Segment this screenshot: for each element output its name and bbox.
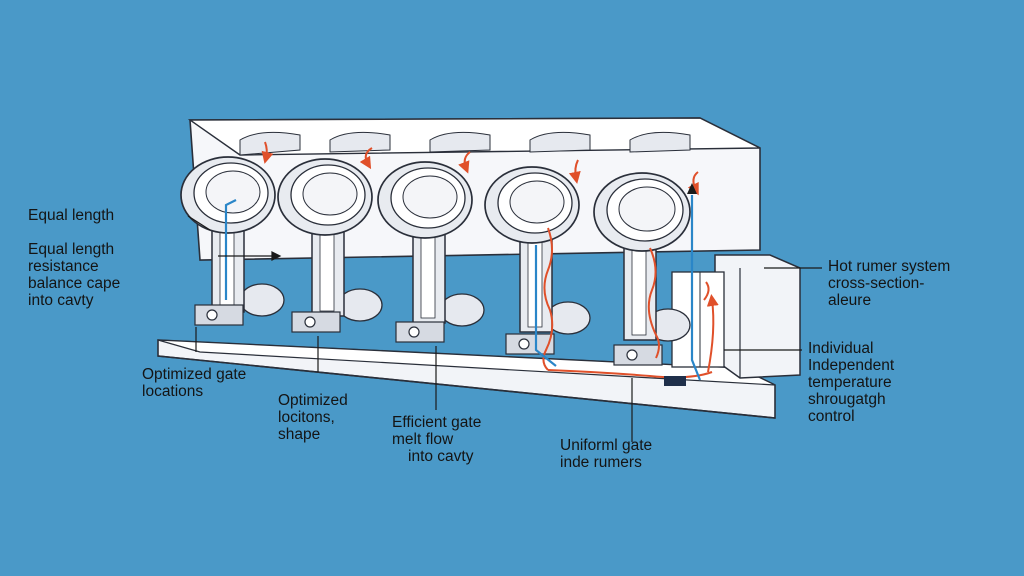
lower-cylinders xyxy=(239,283,691,342)
label-individual-temperature-control: Individual Independent temperature shrou… xyxy=(808,340,895,425)
label-equal-length: Equal length xyxy=(28,207,115,224)
label-hot-runner-cross-section: Hot rumer system cross-section- aleure xyxy=(828,258,951,309)
nozzle-3 xyxy=(377,161,473,343)
label-optimized-gate-locations: Optimized gate locations xyxy=(142,366,247,400)
nozzle-5 xyxy=(593,172,691,366)
label-optimized-locitons-shape: Optimized locitons, shape xyxy=(278,392,348,443)
nozzle-2 xyxy=(277,158,373,333)
nozzle-1 xyxy=(180,156,276,326)
label-equal-length-resistance: Equal length resistance balance cape int… xyxy=(28,241,121,309)
label-efficient-gate-melt-flow: Efficient gate melt flow into cavty xyxy=(392,414,482,465)
control-connector xyxy=(664,376,686,386)
label-uniform-gate-runners: Uniforml gate inde rumers xyxy=(560,437,653,471)
leader-lines xyxy=(187,215,822,442)
temperature-control-block xyxy=(671,254,801,379)
flow-direction-arrow xyxy=(687,183,697,194)
temperature-channels xyxy=(224,195,702,381)
